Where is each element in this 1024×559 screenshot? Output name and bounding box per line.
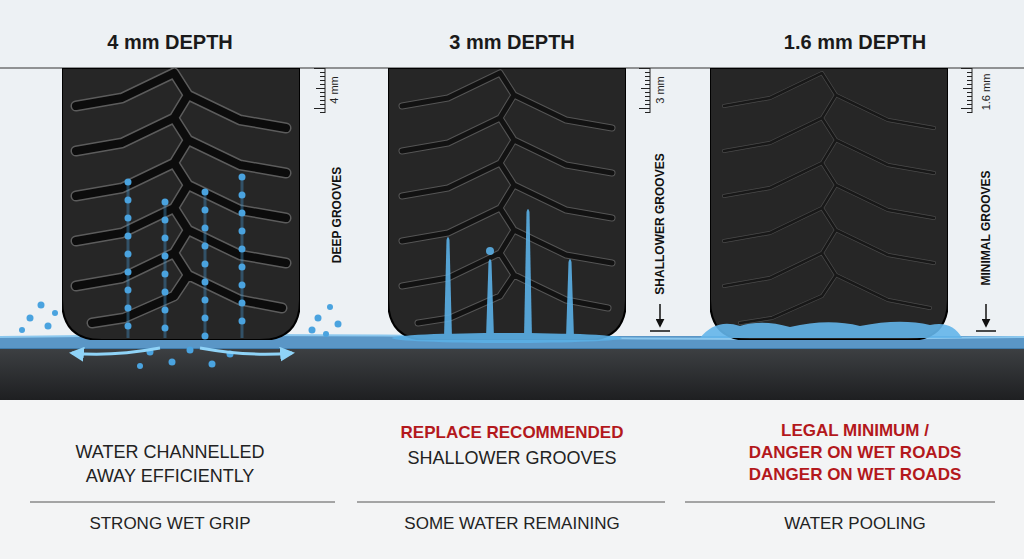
road — [0, 348, 1024, 400]
water-pool — [700, 322, 962, 338]
groove-label: DEEP GROOVES — [330, 167, 344, 263]
caption-background — [0, 400, 1024, 559]
water-jets — [392, 209, 622, 343]
caption-text: WATER CHANNELLED AWAY EFFICIENTLY — [53, 440, 288, 488]
warning-text: LEGAL MINIMUM / DANGER ON WET ROADS DANG… — [746, 420, 965, 486]
depth-arrow — [650, 304, 996, 331]
tread-grooves — [724, 73, 934, 323]
tyre — [710, 68, 948, 340]
depth-heading: 4 mm DEPTH — [10, 30, 330, 54]
caption-divider — [30, 502, 995, 503]
tread-rim — [402, 73, 612, 323]
result-text: WATER POOLING — [705, 513, 1005, 535]
water-channels — [19, 175, 342, 369]
groove-label: SHALLOWER GROOVES — [653, 153, 667, 294]
depth-ruler — [314, 68, 325, 113]
sky-background — [0, 0, 1024, 400]
ruler-value: 3 mm — [654, 76, 666, 104]
depth-heading: 3 mm DEPTH — [352, 30, 672, 54]
tread-rim — [76, 73, 286, 323]
tyre — [62, 68, 300, 340]
caption-text: SHALLOWER GROOVES — [362, 446, 662, 470]
tread-rim — [724, 73, 934, 323]
depth-heading: 1.6 mm DEPTH — [695, 30, 1015, 54]
warning-text: REPLACE RECOMMENDED — [362, 422, 662, 444]
result-text: STRONG WET GRIP — [20, 513, 320, 535]
ruler-value: 4 mm — [328, 76, 340, 104]
tread-grooves — [402, 73, 612, 323]
depth-ruler — [961, 68, 972, 113]
result-text: SOME WATER REMAINING — [362, 513, 662, 535]
depth-ruler — [639, 68, 650, 113]
groove-label: MINIMAL GROOVES — [979, 170, 993, 285]
tyre — [388, 68, 626, 340]
ruler-value: 1.6 mm — [980, 74, 992, 111]
tread-grooves — [76, 73, 286, 323]
